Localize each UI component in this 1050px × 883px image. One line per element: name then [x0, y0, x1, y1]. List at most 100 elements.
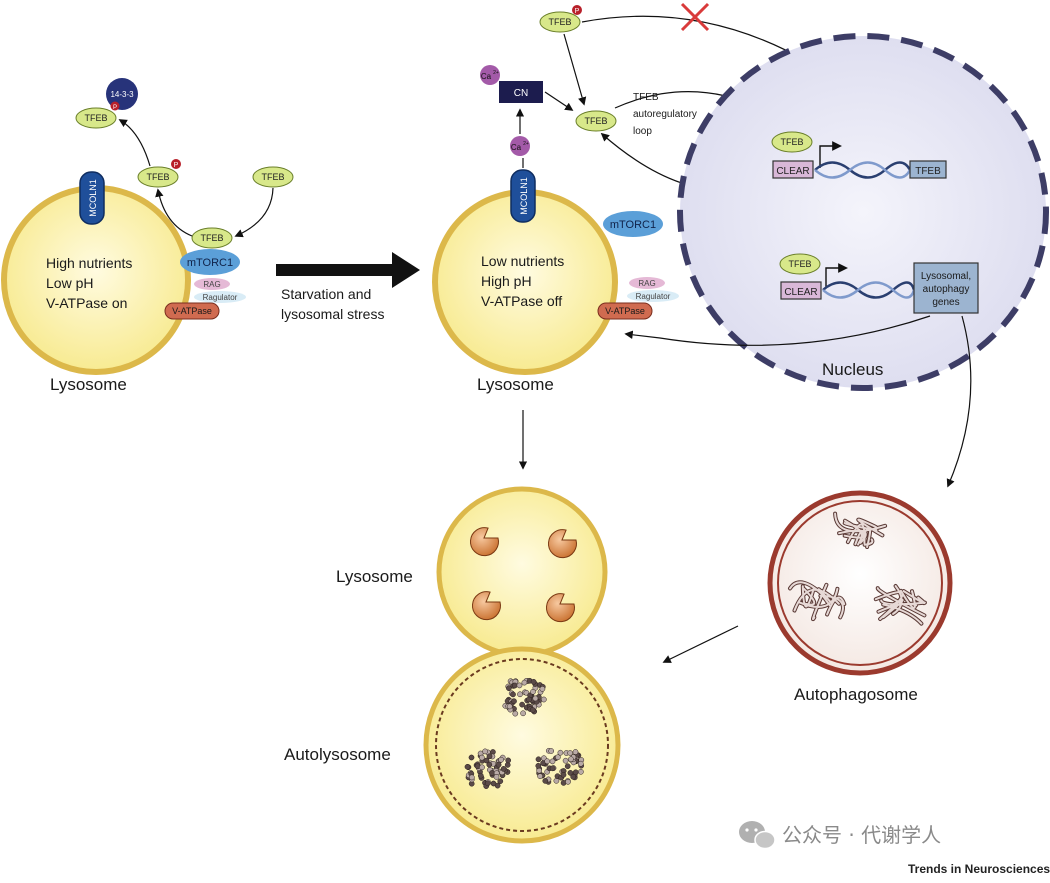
autophagosome-inner-membrane — [777, 500, 943, 666]
fusion-group: Lysosome Autolysosome — [284, 486, 621, 844]
left-vatpase-label: V-ATPase — [172, 306, 212, 316]
cargo-dot — [572, 749, 579, 755]
genes-label-2: autophagy — [923, 284, 970, 295]
left-1433-phospho-badge — [110, 101, 120, 111]
middle-mcoln1-channel — [510, 169, 536, 223]
arrow-cn-to-tfeb — [544, 91, 574, 111]
autolysosome-inner-membrane — [435, 658, 609, 832]
clear-box-1 — [772, 160, 814, 179]
starvation-label-2: lysosomal stress — [281, 306, 384, 322]
degraded-cargo-cluster-1 — [502, 677, 547, 717]
cargo-dot — [548, 748, 555, 754]
cargo-dot — [493, 774, 500, 780]
cargo-dot — [526, 696, 532, 703]
cargo-dot — [530, 688, 536, 695]
genes-label-1: Lysosomal, — [921, 271, 971, 282]
cargo-dot — [565, 778, 571, 785]
transcription-start-2-icon — [825, 263, 848, 288]
cargo-dot — [519, 701, 525, 708]
cargo-dot — [486, 753, 493, 760]
nucleus-group: Nucleus TFEB CLEAR TFEB TFEB CLEAR Lysos… — [624, 33, 1049, 488]
arrow-free-tfeb-to-mtorc1 — [234, 187, 274, 238]
enzyme-icon-2 — [548, 529, 577, 559]
wechat-icon — [739, 821, 776, 850]
middle-mtorc1 — [603, 211, 663, 237]
cargo-dot — [530, 678, 537, 685]
cargo-dot — [479, 764, 485, 771]
middle-ragulator — [627, 290, 679, 302]
ca-ion-bound-label: Ca — [481, 72, 492, 81]
left-mtorc1 — [180, 249, 240, 275]
left-rag — [194, 278, 230, 290]
left-state-line-2: Low pH — [46, 275, 93, 291]
transcription-start-1-icon — [819, 141, 842, 168]
aggregate-strand — [874, 585, 926, 625]
middle-rag — [629, 277, 665, 289]
left-free-tfeb — [252, 166, 294, 188]
starvation-label-1: Starvation and — [281, 286, 371, 302]
cargo-dot — [489, 770, 495, 776]
left-free-tfeb-label: TFEB — [261, 172, 284, 182]
cargo-dot — [486, 761, 493, 768]
cargo-dot — [529, 707, 536, 713]
nucleus-tfeb-2 — [779, 253, 821, 275]
left-mcoln1-channel — [79, 171, 105, 225]
left-tfeb-1433 — [75, 107, 117, 129]
aggregate-strand — [834, 512, 887, 548]
aggregate-strand — [789, 581, 846, 621]
left-phospho-tfeb-label: TFEB — [146, 172, 169, 182]
autolysosome — [423, 646, 621, 844]
left-rag-label: RAG — [203, 280, 220, 289]
degraded-cargo-cluster-3 — [535, 747, 585, 786]
left-1433-label: 14-3-3 — [110, 90, 134, 99]
autolysosome-label: Autolysosome — [284, 745, 391, 764]
ca-ion-released-charge: 2+ — [523, 141, 529, 147]
middle-mcoln1-label: MCOLN1 — [519, 177, 529, 215]
loop-label-3: loop — [633, 126, 652, 137]
cargo-dot — [549, 765, 556, 772]
cargo-dot — [505, 757, 512, 764]
loop-label-1: TFEB — [633, 92, 659, 103]
cargo-dot — [539, 686, 546, 692]
ca-ion-released — [510, 136, 530, 156]
cargo-dot — [511, 682, 518, 689]
left-state-line-3: V-ATPase on — [46, 295, 127, 311]
cargo-dot — [555, 754, 561, 761]
cargo-dot — [536, 767, 543, 774]
left-tfeb-1433-label: TFEB — [84, 113, 107, 123]
cargo-dot — [532, 695, 539, 702]
middle-lysosome-group: Low nutrients High pH V-ATPase off Lysos… — [432, 65, 679, 470]
arrow-mtorc1-to-phospho-tfeb — [155, 188, 193, 237]
arrow-autophagosome-to-fusion — [662, 625, 739, 663]
cargo-dot — [542, 778, 549, 784]
enzyme-icon-1 — [470, 527, 499, 557]
calcineurin-label: CN — [514, 88, 528, 99]
cargo-dot — [464, 763, 471, 770]
cargo-dot — [497, 778, 504, 785]
lysosomal-genes-box — [913, 262, 979, 314]
starvation-arrow-group: Starvation and lysosomal stress — [276, 252, 420, 322]
cargo-dot — [578, 768, 584, 775]
arrow-phospho-tfeb-to-1433 — [118, 119, 151, 167]
loop-label-2: autoregulatory — [633, 109, 697, 120]
cargo-dot — [520, 710, 526, 717]
cargo-dot — [521, 679, 528, 686]
protein-aggregate-icon-1 — [833, 511, 888, 549]
middle-rag-label: RAG — [638, 279, 655, 288]
middle-ragulator-label: Ragulator — [636, 292, 671, 301]
cargo-dot — [516, 682, 523, 689]
left-1433-phospho-badge-label: P — [113, 105, 117, 111]
cargo-dot — [537, 773, 543, 780]
protein-aggregate-icon-3 — [873, 584, 927, 626]
nucleus-label: Nucleus — [822, 360, 883, 379]
watermark-text: 公众号 · 代谢学人 — [782, 823, 941, 847]
top-phospho-badge — [572, 5, 582, 15]
autophagosome — [767, 490, 953, 676]
top-phospho-tfeb — [539, 11, 581, 33]
starvation-big-arrow — [276, 252, 420, 288]
degraded-cargo-cluster-2 — [464, 748, 512, 789]
enzyme-icon-4 — [546, 593, 575, 623]
left-ragulator-label: Ragulator — [203, 293, 238, 302]
ca-ion-released-label: Ca — [511, 143, 522, 152]
